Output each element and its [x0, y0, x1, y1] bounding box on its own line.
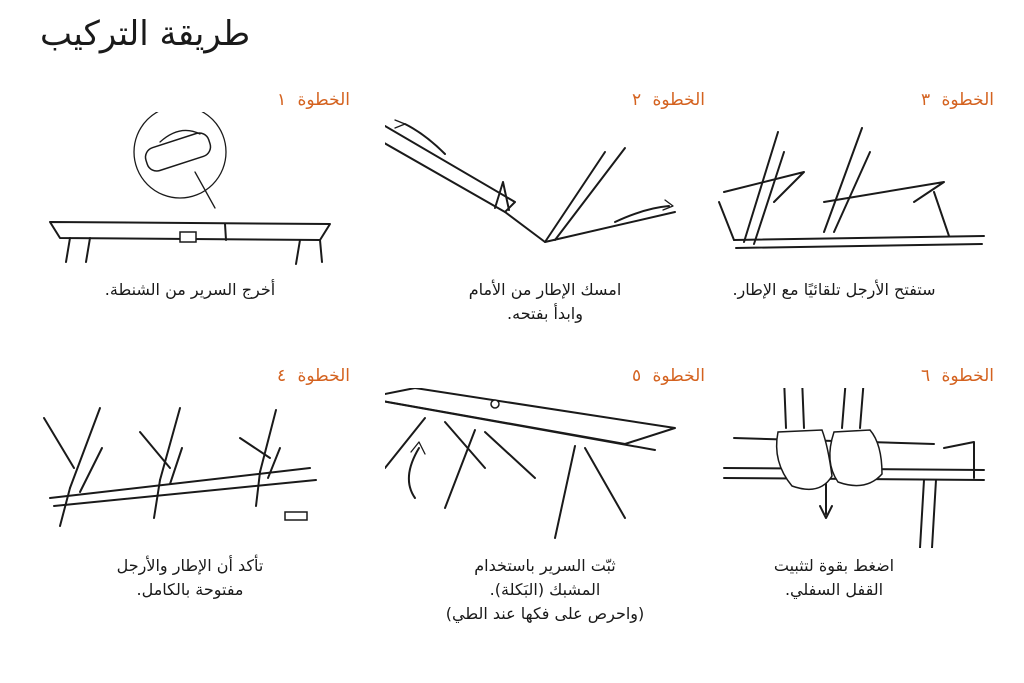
step-3-caption: ستفتح الأرجل تلقائيًا مع الإطار.: [674, 278, 994, 302]
page-title: طريقة التركيب: [40, 14, 251, 54]
hands-locking-icon: [674, 377, 994, 549]
caption-line: ثبّت السرير باستخدام: [474, 556, 616, 575]
legs-opening-icon: [674, 112, 994, 272]
caption-line: المشبك (البَكلة).: [489, 580, 601, 599]
caption-line: تأكد أن الإطار والأرجل: [116, 556, 264, 575]
step-label: الخطوة: [297, 366, 350, 386]
step-5-caption: ثبّت السرير باستخدام المشبك (البَكلة). (…: [385, 554, 705, 626]
cot-frame-open-icon: [30, 388, 350, 548]
caption-line: القفل السفلي.: [784, 580, 884, 599]
step-2-caption: امسك الإطار من الأمام وابدأ بفتحه.: [385, 278, 705, 326]
caption-line: ستفتح الأرجل تلقائيًا مع الإطار.: [732, 280, 936, 299]
step-4-caption: تأكد أن الإطار والأرجل مفتوحة بالكامل.: [30, 554, 350, 602]
step-1-title: الخطوة ١: [277, 90, 350, 110]
step-number: ٥: [631, 366, 642, 386]
step-6-caption: اضغط بقوة لتثبيت القفل السفلي.: [674, 554, 994, 602]
step-number: ٤: [276, 366, 287, 386]
step-4: الخطوة ٤ تأكد أن الإطار والأرجل مفتوحة ب…: [30, 366, 350, 636]
step-6: الخطوة ٦ اضغط بقوة لتثبيت القفل السفلي.: [674, 366, 994, 636]
step-label: الخطوة: [941, 366, 994, 386]
step-number: ٣: [920, 90, 931, 110]
step-2-title: الخطوة ٢: [632, 90, 705, 110]
caption-line: اضغط بقوة لتثبيت: [773, 556, 895, 575]
cot-with-bag-icon: [30, 105, 350, 272]
step-label: الخطوة: [297, 90, 350, 110]
step-1-caption: أخرج السرير من الشنطة.: [30, 278, 350, 302]
step-5: الخطوة ٥ ثبّت السرير باستخدام المشبك (ال…: [364, 366, 705, 636]
step-3-title: الخطوة ٣: [921, 90, 994, 110]
step-number: ٢: [631, 90, 642, 110]
caption-line: مفتوحة بالكامل.: [136, 580, 244, 599]
step-number: ٦: [920, 366, 931, 386]
caption-line: أخرج السرير من الشنطة.: [104, 280, 276, 299]
caption-line: وابدأ بفتحه.: [507, 304, 583, 323]
caption-line: (واحرص على فكها عند الطي): [445, 604, 645, 623]
step-label: الخطوة: [941, 90, 994, 110]
step-2: الخطوة ٢ امسك الإطار من الأمام وابدأ بفت…: [364, 90, 705, 360]
step-5-title: الخطوة ٥: [632, 366, 705, 386]
step-number: ١: [276, 90, 287, 110]
step-4-title: الخطوة ٤: [277, 366, 350, 386]
step-3: الخطوة ٣ ستفتح الأرجل تلقائيًا مع الإطار…: [674, 90, 994, 360]
caption-line: امسك الإطار من الأمام: [468, 280, 622, 299]
cot-unfolding-icon: [364, 112, 705, 272]
step-1: الخطوة ١ أخرج السرير من الشنطة.: [30, 90, 350, 360]
step-label: الخطوة: [652, 366, 705, 386]
step-6-title: الخطوة ٦: [921, 366, 994, 386]
cot-buckle-icon: [364, 387, 705, 548]
step-label: الخطوة: [652, 90, 705, 110]
